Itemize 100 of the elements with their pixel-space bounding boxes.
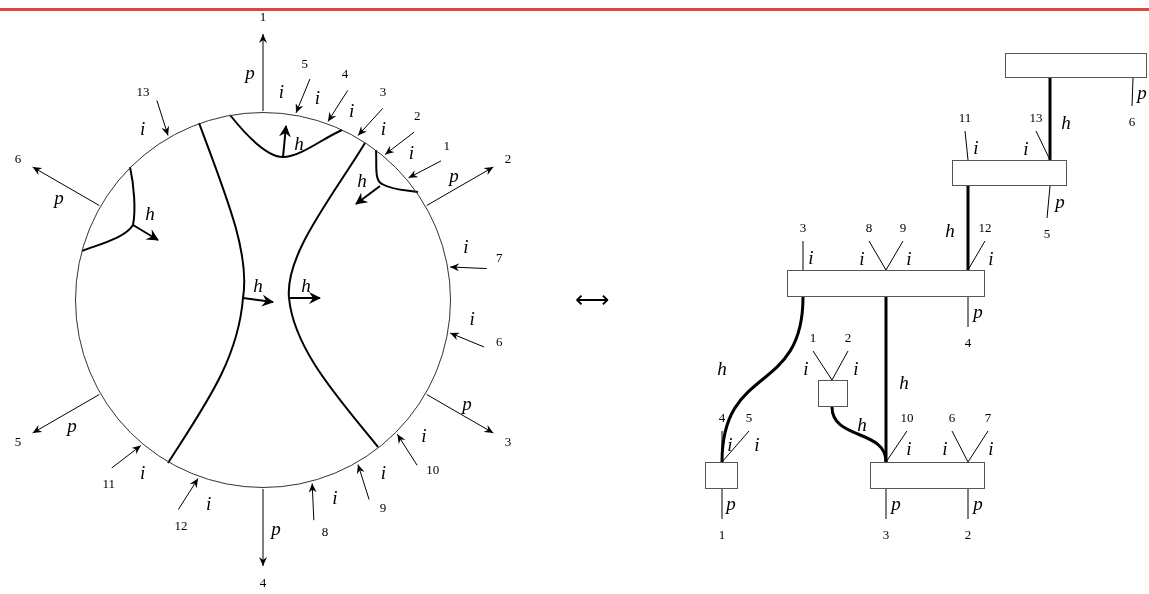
leg-number: 1: [259, 10, 267, 24]
line: [967, 240, 986, 271]
arrow: [396, 433, 418, 466]
rectangle-block: [870, 462, 985, 489]
line: [812, 350, 833, 381]
arrow: [295, 78, 311, 114]
line: [868, 240, 887, 271]
edge-label: p: [891, 493, 901, 513]
edge-label: p: [1055, 191, 1065, 211]
leg-number: 6: [1128, 115, 1136, 129]
line: [885, 240, 904, 271]
edge-label: h: [717, 358, 727, 378]
line: [964, 130, 969, 161]
edge-label: p: [449, 165, 459, 185]
leg-number: 2: [844, 331, 852, 345]
arrow: [426, 394, 494, 434]
arrow: [156, 99, 170, 136]
leg-number: 4: [964, 336, 972, 350]
leg-number: 6: [496, 334, 503, 349]
edge-label: h: [899, 372, 909, 392]
edge-label: i: [727, 434, 733, 454]
edge-label: i: [1023, 138, 1029, 158]
arrow: [327, 89, 349, 122]
line: [802, 240, 804, 271]
edge-label: i: [973, 137, 979, 157]
line: [967, 430, 989, 463]
edge-label: i: [332, 487, 338, 507]
edge-label: i: [859, 248, 865, 268]
line: [721, 430, 750, 463]
arrow: [357, 107, 384, 136]
thick-line: [830, 406, 888, 463]
thick-line: [720, 296, 805, 463]
edge-label: i: [206, 493, 212, 513]
arrow: [308, 483, 317, 521]
arrow: [449, 332, 485, 348]
edge-label: i: [853, 358, 859, 378]
rectangle-block: [818, 380, 848, 407]
edge-label: h: [1061, 112, 1071, 132]
leg-number: 2: [414, 109, 421, 124]
edge-label: p: [245, 62, 255, 82]
rectangle-block: [705, 462, 738, 489]
leg-number: 3: [799, 221, 807, 235]
line: [885, 488, 887, 520]
line: [721, 430, 723, 463]
edge-label: p: [1137, 82, 1147, 102]
edge-label: i: [380, 118, 387, 138]
edge-label: i: [942, 438, 948, 458]
edge-label: i: [906, 438, 912, 458]
leg-number: 9: [899, 221, 907, 235]
edge-label: p: [271, 518, 281, 538]
leg-number: 1: [443, 138, 451, 153]
line: [885, 430, 908, 463]
edge-label: i: [278, 81, 284, 101]
leg-number: 11: [102, 476, 115, 491]
rectangle-block: [787, 270, 985, 297]
leg-number: 9: [379, 500, 387, 515]
leg-number: 13: [136, 85, 150, 100]
thick-line: [884, 297, 888, 462]
leg-number: 6: [14, 151, 22, 166]
edge-label: i: [139, 118, 146, 138]
leg-number: 3: [379, 85, 387, 100]
leg-number: 2: [504, 151, 512, 166]
rectangle-block: [952, 160, 1067, 186]
arrow: [177, 478, 199, 511]
line: [967, 296, 969, 328]
leg-number: 7: [496, 251, 503, 266]
leg-number: 8: [321, 524, 329, 539]
line: [831, 350, 849, 381]
leg-number: 7: [984, 411, 992, 425]
leg-number: 13: [1029, 111, 1043, 125]
math-label: h: [301, 275, 311, 295]
edge-label: p: [973, 493, 983, 513]
edge-label: i: [408, 142, 415, 161]
line: [1035, 130, 1051, 161]
math-label: h: [294, 133, 304, 153]
line: [721, 488, 723, 520]
double-arrow-symbol: ⟷: [575, 290, 609, 310]
line: [1046, 185, 1051, 219]
edge-label: i: [139, 462, 146, 482]
leg-number: 4: [259, 576, 267, 590]
edge-label: i: [988, 248, 994, 268]
leg-number: 2: [964, 528, 972, 542]
edge-label: i: [463, 236, 469, 256]
arrow: [259, 488, 267, 567]
edge-label: i: [469, 308, 475, 328]
arrow: [356, 464, 370, 501]
leg-number: 5: [301, 56, 308, 71]
edge-label: i: [380, 462, 387, 482]
leg-number: 3: [504, 434, 512, 449]
line: [951, 430, 969, 463]
leg-number: 4: [341, 67, 349, 82]
leg-number: 1: [809, 331, 817, 345]
edge-label: h: [945, 220, 955, 240]
arrow: [111, 445, 142, 469]
leg-number: 12: [978, 221, 992, 235]
edge-label: i: [349, 100, 355, 120]
arrow: [32, 166, 100, 206]
arrow: [408, 160, 442, 179]
thick-line: [1048, 78, 1052, 160]
thick-line: [966, 186, 970, 270]
